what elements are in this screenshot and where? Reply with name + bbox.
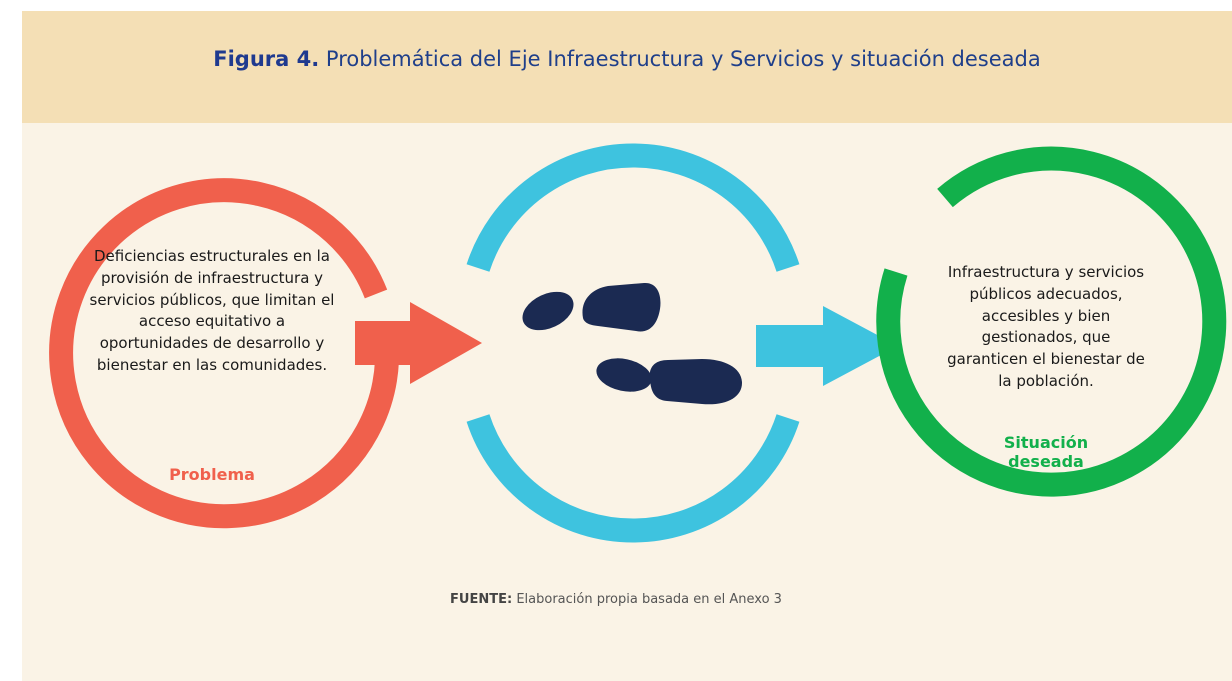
desired-label: Situación deseada [1003,433,1089,471]
desired-description: Infraestructura y servicios públicos ade… [947,263,1145,390]
source-note: FUENTE: Elaboración propia basada en el … [0,592,1232,607]
arrow-right-icon [756,306,898,386]
transition-ring-bottom [466,414,800,543]
arrow-right-icon [355,302,482,384]
footprints-icon [522,282,742,405]
figure-title: Figura 4. Problemática del Eje Infraestr… [22,47,1232,71]
problem-label: Problema [169,465,255,484]
problem-ring [49,178,399,529]
desired-ring [876,146,1227,497]
transition-ring-top [466,143,800,272]
figure-panel: Figura 4. Problemática del Eje Infraestr… [22,11,1232,681]
source-label: FUENTE: [450,592,513,607]
source-text: Elaboración propia basada en el Anexo 3 [516,592,782,607]
figure-title-text: Problemática del Eje Infraestructura y S… [325,47,1041,71]
figure-header: Figura 4. Problemática del Eje Infraestr… [22,11,1232,123]
problem-description: Deficiencias estructurales en la provisi… [89,247,335,374]
figure-number: Figura 4. [213,47,320,71]
